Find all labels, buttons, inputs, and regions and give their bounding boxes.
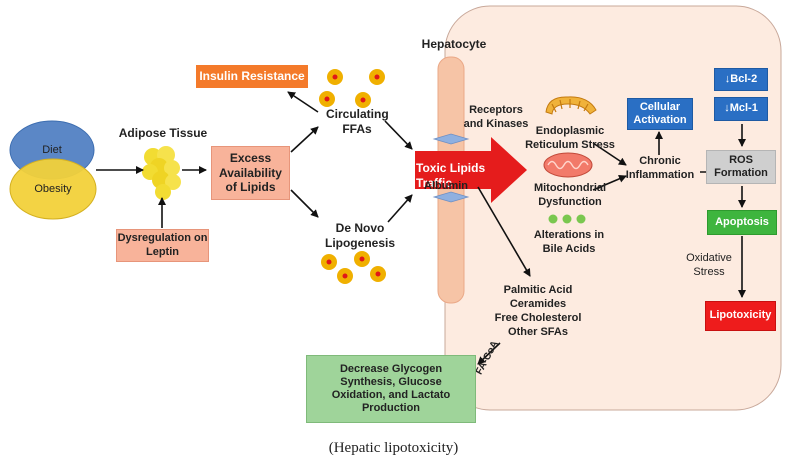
mcl1-text: ↓Mcl-1 xyxy=(724,102,758,115)
arrow-ffas-insulin xyxy=(287,91,319,113)
chronic-inflammation-label: Chronic Inflammation xyxy=(625,155,695,181)
apoptosis-text: Apoptosis xyxy=(715,215,769,228)
ceramides-label: Ceramides xyxy=(509,298,567,310)
figure-caption: (Hepatic lipotoxicity) xyxy=(328,440,459,456)
obesity-label: Obesity xyxy=(34,183,72,195)
ros-formation-box: ROS Formation xyxy=(706,150,776,184)
endoplasmic-reticulum-icon xyxy=(545,96,597,115)
palmitic-acid-label: Palmitic Acid xyxy=(503,284,573,296)
receptors-label: Receptors and Kinases xyxy=(463,104,529,130)
dysregulation-leptin-text: Dysregulation on Leptin xyxy=(117,232,208,258)
ros-formation-text: ROS Formation xyxy=(714,153,768,179)
arrow-excess-denovo xyxy=(290,189,319,218)
toxic-lipids-label: Toxic Lipids Traffic xyxy=(416,161,486,190)
arrow-sfas-decrease xyxy=(477,342,501,365)
receptor-channel-bottom xyxy=(432,191,470,203)
er-stress-label: Endoplasmic Reticulum Stress xyxy=(525,125,615,151)
other-sfas-label: Other SFAs xyxy=(508,326,568,338)
decrease-glycogen-text: Decrease Glycogen Synthesis, Glucose Oxi… xyxy=(331,362,451,415)
insulin-resistance-text: Insulin Resistance xyxy=(199,69,305,84)
cellular-activation-text: Cellular Activation xyxy=(633,100,687,126)
obesity-ellipse xyxy=(9,158,97,220)
ffa-dots-bottom xyxy=(321,251,386,284)
bile-label: Alterations in Bile Acids xyxy=(533,229,605,255)
arrow-excess-ffas xyxy=(290,126,319,153)
diet-label: Diet xyxy=(42,144,62,156)
albumin-label: Albumin xyxy=(424,180,468,192)
hepatocyte-label: Hepatocyte xyxy=(421,37,487,51)
ffa-dots-top xyxy=(319,69,385,108)
mcl1-box: ↓Mcl-1 xyxy=(714,97,768,121)
decrease-glycogen-box: Decrease Glycogen Synthesis, Glucose Oxi… xyxy=(306,355,476,423)
arrow-er-inflammation xyxy=(592,142,627,166)
lipotoxicity-text: Lipotoxicity xyxy=(709,309,772,322)
de-novo-label: De Novo Lipogenesis xyxy=(324,221,395,250)
adipose-tissue-icon xyxy=(142,146,181,200)
excess-lipids-box: Excess Availability of Lipids xyxy=(211,146,290,200)
receptor-channel-top xyxy=(432,133,470,145)
mito-label: Mitochondrial Dysfunction xyxy=(533,182,607,208)
apoptosis-box: Apoptosis xyxy=(707,210,777,235)
toxic-lipids-arrow xyxy=(415,137,527,203)
arrow-albumin-palmitic xyxy=(477,186,531,277)
bile-acid-dots xyxy=(548,214,586,224)
lipotoxicity-box: Lipotoxicity xyxy=(705,301,776,331)
oxidative-stress-label: Oxidative Stress xyxy=(686,252,732,278)
insulin-resistance-box: Insulin Resistance xyxy=(196,65,308,88)
dysregulation-leptin-box: Dysregulation on Leptin xyxy=(116,229,209,262)
arrow-mito-inflammation xyxy=(592,175,627,191)
cellular-activation-box: Cellular Activation xyxy=(627,98,693,130)
mitochondria-icon xyxy=(543,152,593,178)
arrow-ffas-hepatocyte xyxy=(384,120,413,150)
bcl2-text: ↓Bcl-2 xyxy=(724,72,758,85)
excess-lipids-text: Excess Availability of Lipids xyxy=(219,151,282,195)
free-cholesterol-label: Free Cholesterol xyxy=(494,312,582,324)
adipose-tissue-label: Adipose Tissue xyxy=(118,126,208,140)
bcl2-box: ↓Bcl-2 xyxy=(714,68,768,91)
arrow-denovo-hepatocyte xyxy=(387,194,413,223)
circulating-ffas-label: Circulating FFAs xyxy=(326,107,389,136)
